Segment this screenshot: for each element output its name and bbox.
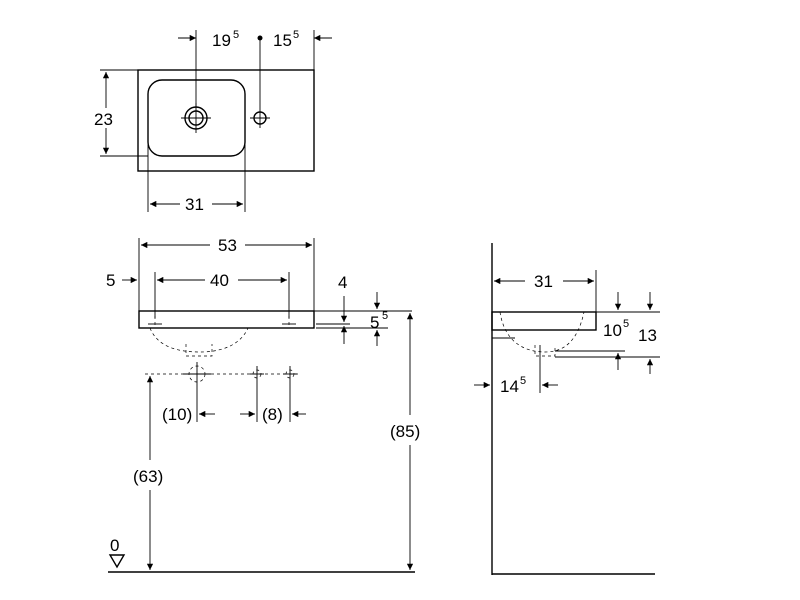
dim-thickness-sup: 5 bbox=[382, 310, 388, 322]
front-view-slab bbox=[138, 310, 315, 329]
dim-thickness: 5 bbox=[370, 313, 379, 332]
dim-offset: 5 bbox=[106, 271, 115, 290]
dim-total-height: (85) bbox=[390, 422, 420, 441]
dim-rim: 4 bbox=[338, 273, 347, 292]
floor-level-icon bbox=[108, 554, 126, 569]
front-view: 53 5 40 4 5 5 bbox=[106, 236, 420, 573]
side-view: 31 10 5 13 14 5 bbox=[474, 243, 660, 575]
dim-trap-left: (10) bbox=[162, 405, 192, 424]
front-view-bowl bbox=[149, 327, 249, 353]
dim-top-right: 15 bbox=[273, 31, 292, 50]
dim-bowl-width: 31 bbox=[185, 195, 204, 214]
dim-inner-width: 40 bbox=[210, 271, 229, 290]
top-view-bowl bbox=[147, 79, 246, 157]
top-view: 19 5 15 5 23 31 bbox=[92, 29, 332, 214]
dim-side-a-sup: 5 bbox=[623, 318, 629, 330]
dim-top-left-sup: 5 bbox=[233, 29, 239, 41]
floor-label: 0 bbox=[110, 536, 119, 555]
dim-side-c: 14 bbox=[500, 377, 519, 396]
top-view-basin-outline bbox=[137, 69, 315, 172]
dim-top-left: 19 bbox=[212, 31, 231, 50]
side-view-slab bbox=[491, 311, 597, 331]
dim-height-23: 23 bbox=[94, 110, 113, 129]
dim-side-depth: 31 bbox=[534, 272, 553, 291]
dim-top-right-sup: 5 bbox=[293, 29, 299, 41]
dim-side-a: 10 bbox=[603, 321, 622, 340]
dim-total-width: 53 bbox=[218, 236, 237, 255]
dim-trap-right: (8) bbox=[262, 405, 283, 424]
tap-hole-icon bbox=[250, 108, 270, 128]
dim-side-b: 13 bbox=[638, 326, 657, 345]
dim-side-c-sup: 5 bbox=[520, 375, 526, 387]
dim-trap-height: (63) bbox=[133, 467, 163, 486]
